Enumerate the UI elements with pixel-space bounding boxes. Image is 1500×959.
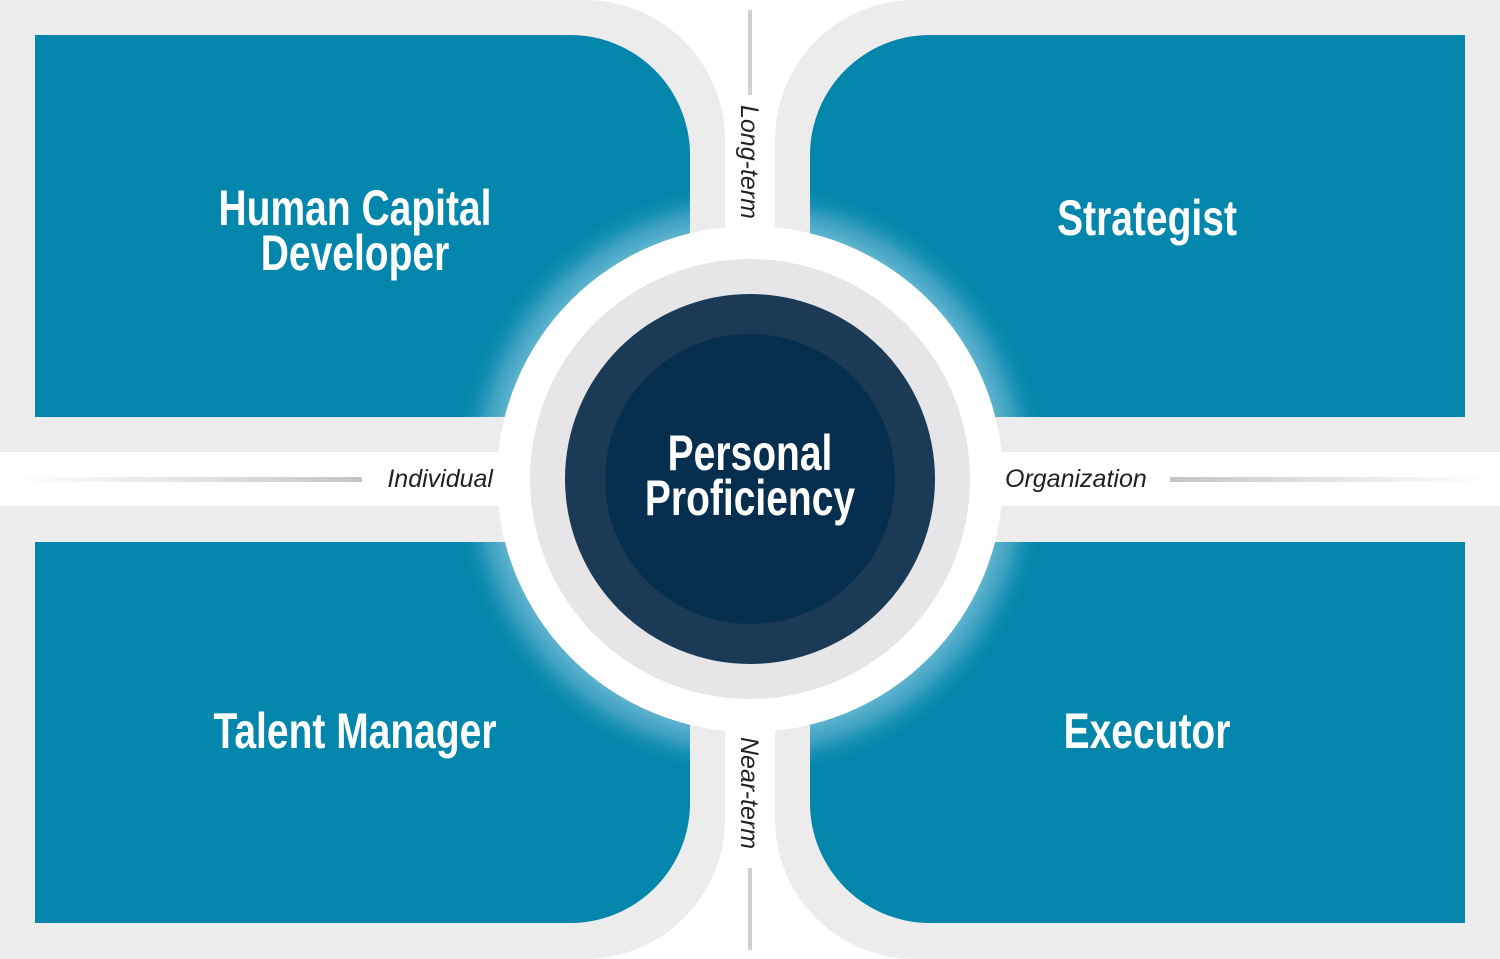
axis-line-bottom <box>748 868 752 950</box>
center-title-line2: Proficiency <box>645 469 855 526</box>
axis-label-near-term: Near-term <box>735 737 763 849</box>
axis-line-top <box>748 10 752 95</box>
axis-label-long-term: Long-term <box>735 105 763 219</box>
quadrant-title-executor: Executor <box>1064 702 1231 759</box>
quadrant-title-human-capital-line1: Human Capital <box>219 179 492 236</box>
quadrant-title-strategist: Strategist <box>1057 189 1237 246</box>
axis-line-left <box>10 477 362 482</box>
axis-label-individual: Individual <box>387 465 494 493</box>
axis-line-right <box>1170 477 1490 482</box>
quadrant-title-human-capital-line2: Developer <box>261 224 450 281</box>
center-hub <box>497 226 1003 732</box>
center-title-line1: Personal <box>668 424 833 481</box>
axis-label-organization: Organization <box>1005 465 1147 493</box>
quadrant-title-talent-manager: Talent Manager <box>213 702 496 759</box>
